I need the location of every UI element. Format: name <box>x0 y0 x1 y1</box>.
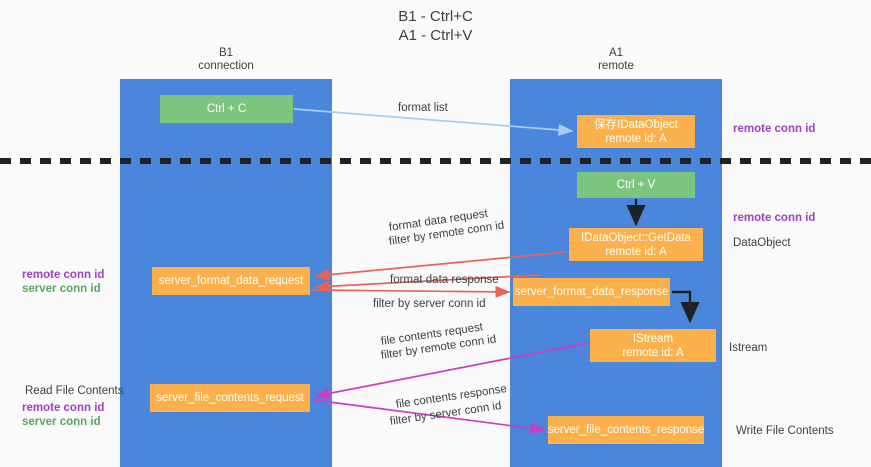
arrow-file-contents-request <box>314 342 589 400</box>
lane-header-b1: B1 connection <box>120 47 332 73</box>
node-server-format-data-response-label: server_format_data_response <box>514 286 669 298</box>
page-title: B1 - Ctrl+C A1 - Ctrl+V <box>0 7 871 45</box>
node-save-idataobject-line1: 保存IDataObject <box>594 118 678 131</box>
node-ctrl-c-label: Ctrl + C <box>206 103 247 115</box>
annotation-left-server-conn-id: server conn id <box>22 283 101 295</box>
arrow-format-data-response-out <box>311 285 511 298</box>
annotation-istream: Istream <box>729 342 768 354</box>
annotation-write-file-contents: Write File Contents <box>736 425 834 437</box>
edge-label-format-data-response-filter: filter by server conn id <box>373 297 486 312</box>
node-server-file-contents-request-label: server_file_contents_request <box>156 392 304 404</box>
node-idataobject-getdata[interactable]: IDataObject::GetData remote id: A <box>569 228 703 261</box>
node-istream[interactable]: IStream remote id: A <box>590 329 716 362</box>
edge-label-format-list: format list <box>398 102 448 114</box>
lane-header-a1-subtitle: remote <box>598 60 634 72</box>
edge-label-fdres-filter-key: server conn id <box>413 298 486 310</box>
annotation-remote-conn-id-top: remote conn id <box>733 123 816 135</box>
annotation-left-bottom-server-conn-id: server conn id <box>22 416 101 428</box>
node-server-format-data-response[interactable]: server_format_data_response <box>513 278 670 306</box>
arrow-file-contents-response <box>313 399 546 435</box>
node-server-format-data-request[interactable]: server_format_data_request <box>152 267 310 295</box>
node-istream-line1: IStream <box>632 332 674 345</box>
edge-label-format-data-response: format data response <box>390 274 499 286</box>
node-server-file-contents-request[interactable]: server_file_contents_request <box>150 384 310 412</box>
node-save-idataobject[interactable]: 保存IDataObject remote id: A <box>577 115 695 148</box>
arrow-format-list <box>293 108 574 136</box>
lane-header-b1-title: B1 <box>218 47 234 59</box>
arrow-format-data-response-in <box>314 274 541 293</box>
node-server-file-contents-response-label: server_file_contents_response <box>547 424 705 436</box>
lane-header-b1-subtitle: connection <box>198 60 254 72</box>
lane-header-a1-title: A1 <box>608 47 624 59</box>
annotation-left-remote-conn-id: remote conn id <box>22 269 105 281</box>
lane-header-a1: A1 remote <box>510 47 722 73</box>
node-ctrl-c[interactable]: Ctrl + C <box>160 95 293 123</box>
title-line-2: A1 - Ctrl+V <box>398 27 473 44</box>
annotation-dataobject: DataObject <box>733 237 791 249</box>
node-getdata-line2: remote id: A <box>605 245 667 258</box>
node-server-file-contents-response[interactable]: server_file_contents_response <box>548 416 704 444</box>
edge-label-fdres-filter-prefix: filter by <box>373 298 414 310</box>
title-line-1: B1 - Ctrl+C <box>398 8 473 25</box>
node-ctrl-v[interactable]: Ctrl + V <box>577 172 695 198</box>
annotation-left-bottom-remote-conn-id: remote conn id <box>22 402 105 414</box>
annotation-read-file-contents: Read File Contents <box>25 385 124 397</box>
annotation-remote-conn-id-mid: remote conn id <box>733 212 816 224</box>
arrow-format-data-request <box>314 251 567 281</box>
node-getdata-line1: IDataObject::GetData <box>581 231 691 244</box>
arrow-response-to-istream <box>672 290 700 324</box>
node-server-format-data-request-label: server_format_data_request <box>158 275 304 287</box>
node-ctrl-v-label: Ctrl + V <box>616 179 656 191</box>
node-save-idataobject-line2: remote id: A <box>605 132 667 145</box>
node-istream-line2: remote id: A <box>622 346 684 359</box>
